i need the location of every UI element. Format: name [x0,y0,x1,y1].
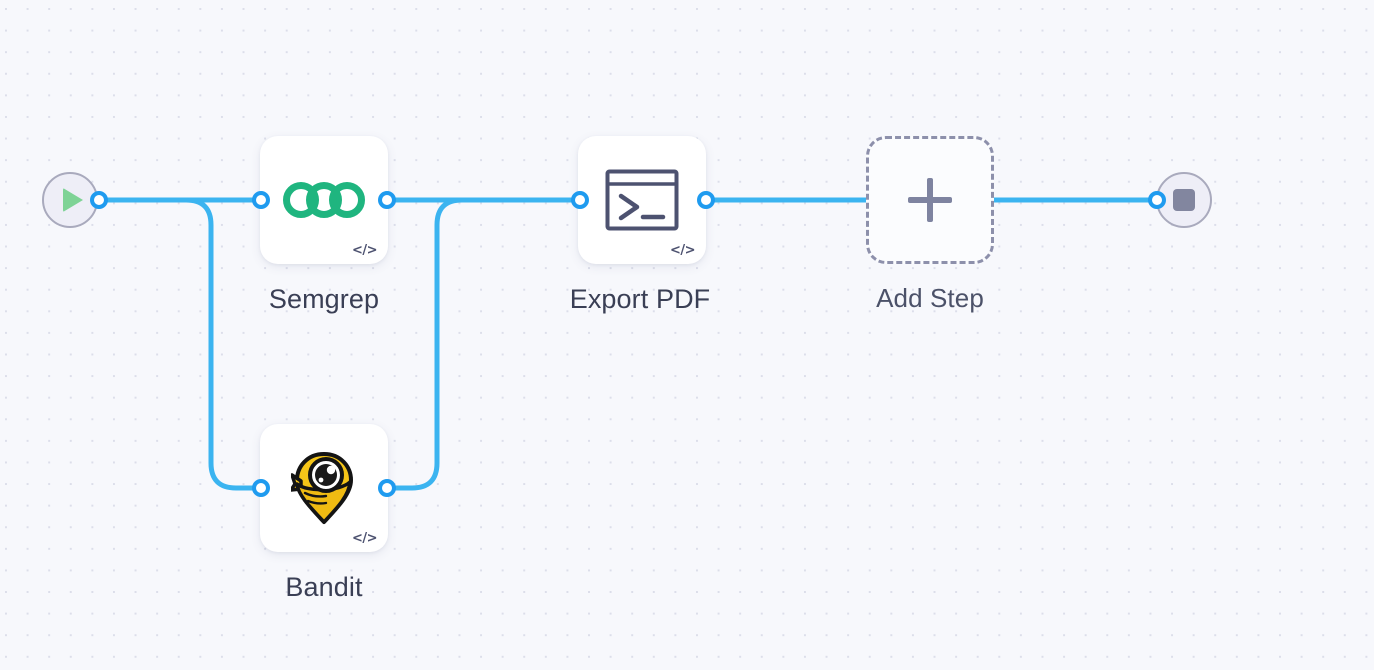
semgrep-logo-icon [260,136,388,264]
node-label-semgrep: Semgrep [268,284,380,314]
bandit-input-port[interactable] [252,479,270,497]
node-bandit[interactable]: </> [260,424,388,552]
node-export-pdf[interactable]: </> [578,136,706,264]
node-label-bandit: Bandit [285,572,363,602]
stop-icon [1173,189,1195,211]
play-icon [63,188,83,212]
code-badge-icon: </> [351,243,378,258]
start-node[interactable] [42,172,98,228]
end-node-input-port[interactable] [1148,191,1166,209]
add-step-button[interactable] [866,136,994,264]
plus-icon [908,178,952,222]
code-badge-icon: </> [351,531,378,546]
semgrep-output-port[interactable] [378,191,396,209]
export-pdf-output-port[interactable] [697,191,715,209]
start-node-output-port[interactable] [90,191,108,209]
bandit-output-port[interactable] [378,479,396,497]
node-label-export-pdf: Export PDF [569,284,711,314]
wire-bandit-to-exportpdf [384,197,583,491]
bandit-logo-icon [260,424,388,552]
code-badge-icon: </> [669,243,696,258]
terminal-icon [578,136,706,264]
add-step-label: Add Step [876,283,984,313]
node-semgrep[interactable]: </> [260,136,388,264]
export-pdf-input-port[interactable] [571,191,589,209]
wire-start-to-bandit [96,197,264,491]
semgrep-input-port[interactable] [252,191,270,209]
end-node[interactable] [1156,172,1212,228]
